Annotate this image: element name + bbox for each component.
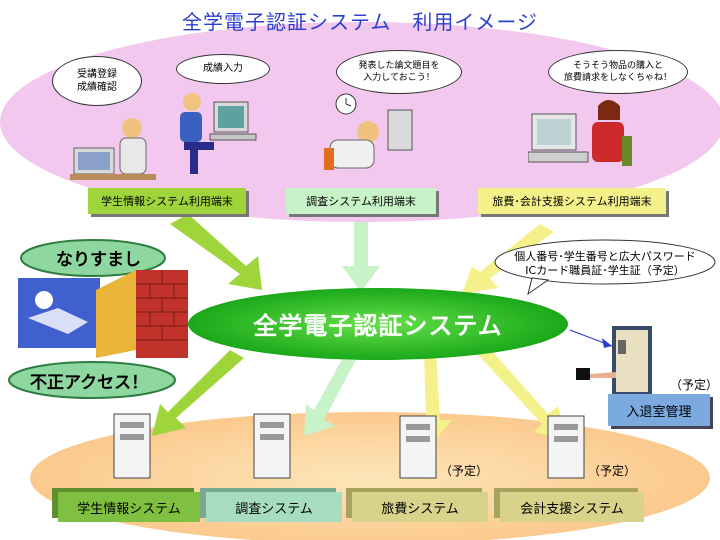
researcher-illustration [324,93,413,170]
bubble-line: 入力しておこう！ [363,73,435,83]
firewall-icon [96,270,188,358]
travel-planned-tag: （予定） [440,464,489,478]
page-title: 全学電子認証システム 利用イメージ [182,10,538,34]
system-label: 学生情報システム [77,501,181,517]
threat-illegal-label: 不正アクセス！ [30,373,149,393]
auth-note-shape [494,239,716,296]
terminal-survey: 調査システム利用端末 [286,188,436,214]
terminal-label: 旅費･会計支援システム利用端末 [492,195,652,208]
intruder-illustration [18,278,100,348]
arrow-center-to-survey-sys [304,352,358,436]
arrow-center-to-accounting-sys [470,340,566,440]
system-travel: 旅費システム [352,492,488,522]
room-access-label: 入退室管理 [626,404,692,420]
terminal-label: 調査システム利用端末 [306,195,416,208]
system-label: 調査システム [235,501,313,517]
auth-note-line: 個人番号･学生番号と広大パスワード [514,250,696,263]
arrow-center-to-student-sys [152,350,244,436]
system-accounting: 会計支援システム [500,492,644,522]
server-icon-survey [253,413,291,479]
speech-bubble-student: 受講登録 成績確認 [52,56,142,106]
bubble-line: そうそう物品の購入と [572,60,663,71]
room-planned-tag: （予定） [670,378,719,392]
room-access-box: 入退室管理 [608,394,710,426]
door-icon [576,326,652,396]
bubble-line: 発表した論文題目を [358,60,440,71]
student-user-illustration [70,118,156,180]
auth-note: 個人番号･学生番号と広大パスワード ICカード職員証･学生証（予定） [494,250,716,279]
bubble-line: 旅費請求をしなくちゃね！ [563,73,672,83]
arrow-student-to-center [170,214,262,290]
server-icon-student [113,413,151,479]
auth-note-line: ICカード職員証･学生証（予定） [525,264,685,278]
teacher-grades-illustration [180,93,257,174]
system-label: 旅費システム [381,501,459,517]
bubble-line: 成績入力 [203,63,243,75]
system-student-info: 学生情報システム [58,492,200,522]
terminal-travel-accounting: 旅費･会計支援システム利用端末 [478,188,666,214]
cloud-spoof [20,239,166,277]
cloud-illegal [8,361,176,399]
server-icon-travel [399,415,437,479]
bubble-line: 受講登録 [77,68,117,80]
accounting-planned-tag: （予定） [588,464,637,478]
bubble-line: 成績確認 [77,82,117,93]
server-icon-accounting [547,415,585,479]
system-survey: 調査システム [206,492,342,522]
terminal-student-info: 学生情報システム利用端末 [88,188,246,214]
auth-system-ellipse [188,288,568,360]
terminal-label: 学生情報システム利用端末 [101,195,233,208]
system-label: 会計支援システム [520,501,624,517]
speech-bubble-paper: 発表した論文題目を 入力しておこう！ [336,50,462,94]
staff-travel-illustration [528,100,632,166]
arrow-survey-to-center [342,222,380,292]
auth-system-label: 全学電子認証システム [253,312,503,340]
speech-bubble-grades: 成績入力 [176,54,270,84]
speech-bubble-travel: そうそう物品の購入と 旅費請求をしなくちゃね！ [548,50,688,94]
threat-spoof-label: なりすまし [56,250,141,270]
